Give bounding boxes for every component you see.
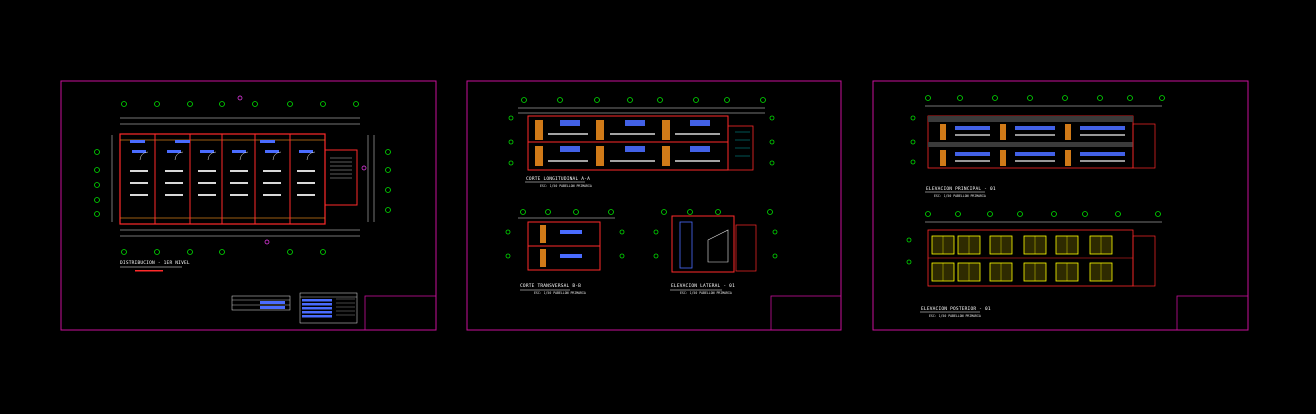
plan-dimensions bbox=[111, 117, 375, 237]
sheet-3-title-block bbox=[1176, 295, 1249, 331]
longitudinal-section-subtitle: ESC: 1/50 PABELLON PRIMARIA bbox=[540, 184, 592, 188]
rear-elevation-title: ELEVACION POSTERIOR - 01 bbox=[921, 307, 991, 312]
sheet-elevations bbox=[872, 80, 1249, 331]
transverse-section-subtitle: ESC: 1/50 PABELLON PRIMARIA bbox=[534, 291, 586, 295]
sheet-2-title-block bbox=[770, 295, 842, 331]
sheet-3-border bbox=[872, 80, 1249, 331]
plan-title: DISTRIBUCION - 1ER NIVEL bbox=[120, 261, 190, 266]
sheet-2-border bbox=[466, 80, 842, 331]
lateral-elevation-subtitle: ESC: 1/50 PABELLON PRIMARIA bbox=[680, 291, 732, 295]
rear-elevation bbox=[906, 211, 1162, 313]
plan-axis-bubbles bbox=[94, 101, 391, 255]
longitudinal-section-title: CORTE LONGITUDINAL A-A bbox=[526, 177, 591, 182]
plan-building bbox=[119, 133, 358, 225]
transverse-section-title: CORTE TRANSVERSAL B-B bbox=[520, 284, 582, 289]
principal-elevation-subtitle: ESC: 1/50 PABELLON PRIMARIA bbox=[934, 194, 986, 198]
principal-elevation-title: ELEVACION PRINCIPAL - 01 bbox=[926, 187, 996, 192]
plan-schedule-table-2 bbox=[299, 292, 358, 324]
sheet-sections bbox=[466, 80, 842, 331]
rear-elevation-subtitle: ESC: 1/50 PABELLON PRIMARIA bbox=[929, 314, 981, 318]
transverse-section bbox=[505, 209, 625, 291]
principal-elevation bbox=[910, 95, 1165, 193]
sheet-1-border bbox=[60, 80, 437, 331]
sheet-floor-plan bbox=[60, 80, 437, 331]
longitudinal-section bbox=[508, 97, 775, 183]
sheet-1-title-block bbox=[364, 295, 437, 331]
lateral-elevation-title: ELEVACION LATERAL - 01 bbox=[671, 284, 736, 289]
plan-schedule-table-1 bbox=[231, 295, 291, 311]
lateral-elevation bbox=[653, 209, 778, 291]
